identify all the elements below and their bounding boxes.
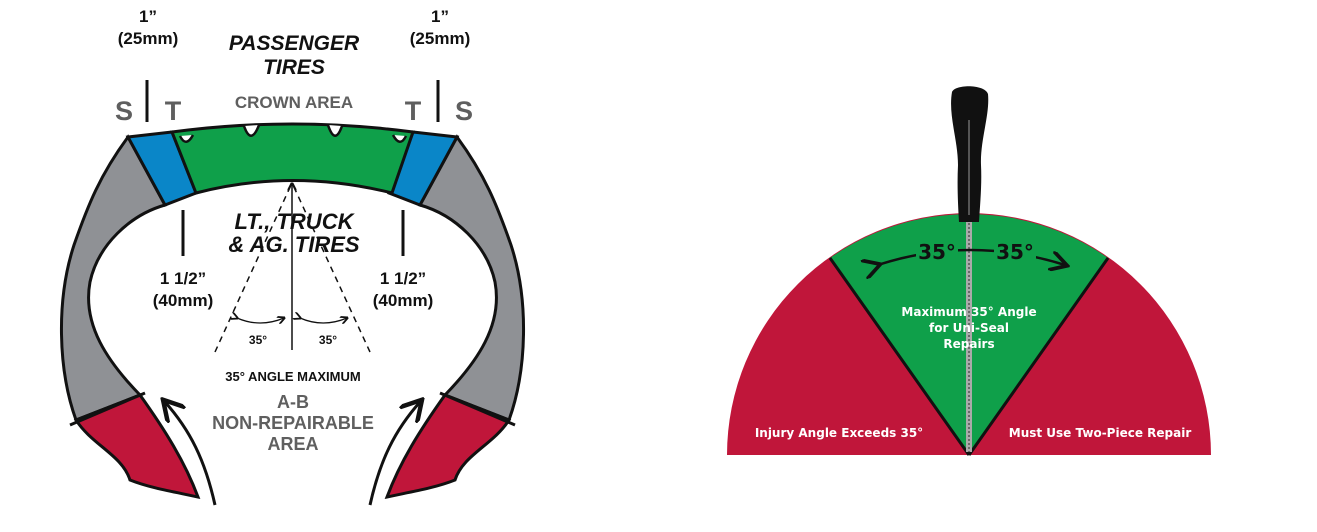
- gauge-angle-left: 35°: [918, 240, 956, 264]
- center-label-1: Maximum 35° Angle: [901, 305, 1036, 319]
- left-top-inches: 1”: [139, 7, 157, 26]
- angle-right-label: 35°: [319, 333, 337, 347]
- angle-guides: [214, 184, 371, 353]
- left-bead: [73, 393, 201, 500]
- left-top-mm: (25mm): [118, 29, 178, 48]
- left-inner-inches: 1 1/2”: [160, 269, 206, 288]
- right-top-inches: 1”: [431, 7, 449, 26]
- tread-grooves: [178, 124, 408, 143]
- right-t-label: T: [405, 96, 422, 126]
- repair-angle-gauge: 35° 35° Maximum 35° Angle for Uni-Seal R…: [727, 86, 1211, 456]
- center-label-2: for Uni-Seal: [929, 321, 1009, 335]
- center-label-3: Repairs: [943, 337, 994, 351]
- right-inner-mm: (40mm): [373, 291, 433, 310]
- non-repairable-1: A-B: [277, 392, 309, 412]
- right-inner-inches: 1 1/2”: [380, 269, 426, 288]
- angle-left-label: 35°: [249, 333, 267, 347]
- crown-area-label: CROWN AREA: [235, 93, 353, 112]
- angle-caption: 35° ANGLE MAXIMUM: [225, 369, 360, 384]
- gauge-angle-right: 35°: [996, 240, 1034, 264]
- non-repairable-2: NON-REPAIRABLE: [212, 413, 374, 433]
- left-half: [60, 130, 217, 506]
- two-piece-label: Must Use Two-Piece Repair: [1009, 426, 1192, 440]
- left-t-label: T: [165, 96, 182, 126]
- crown-area: [169, 122, 416, 195]
- truck-title-2: & AG. TIRES: [228, 232, 360, 257]
- tire-cross-section: 1” (25mm) S T 1” (25mm) T S PASSENGER TI…: [60, 7, 525, 506]
- left-arrow: [165, 402, 217, 506]
- left-s-label: S: [115, 96, 133, 126]
- right-top-mm: (25mm): [410, 29, 470, 48]
- truck-title-1: LT., TRUCK: [235, 209, 356, 234]
- exceeds-label: Injury Angle Exceeds 35°: [755, 426, 923, 440]
- passenger-title-2: TIRES: [263, 56, 325, 79]
- right-bead: [384, 393, 512, 500]
- right-arrow: [368, 402, 420, 506]
- non-repairable-3: AREA: [267, 434, 318, 454]
- passenger-title-1: PASSENGER: [229, 32, 360, 55]
- left-inner-mm: (40mm): [153, 291, 213, 310]
- right-s-label: S: [455, 96, 473, 126]
